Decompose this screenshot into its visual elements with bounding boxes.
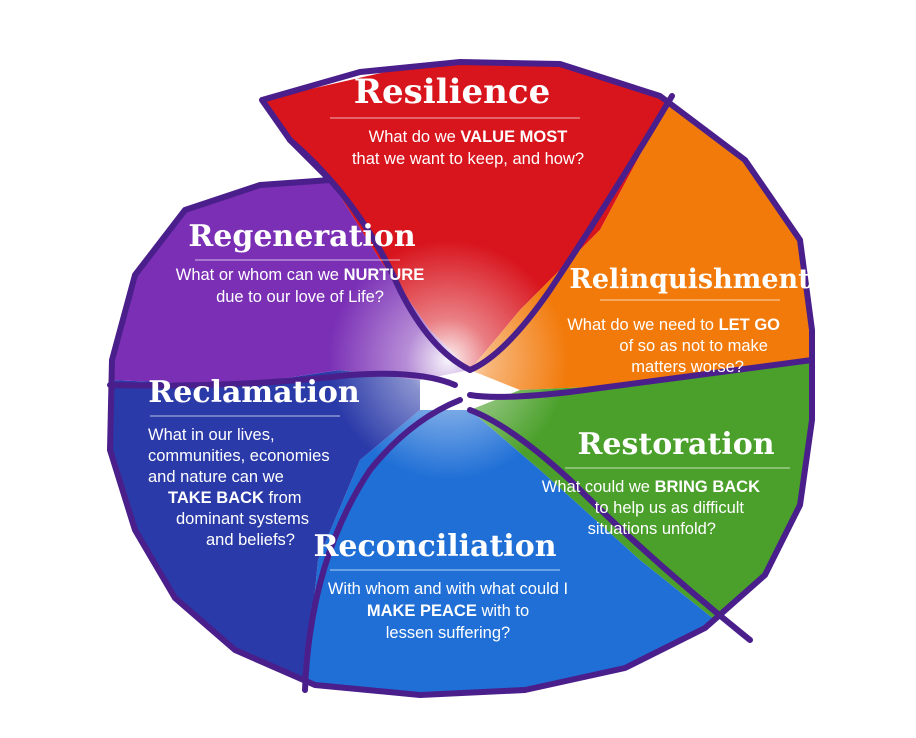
question-text: What do we bbox=[369, 128, 461, 146]
spiral-dividers bbox=[107, 93, 815, 693]
question-text: What do we need to bbox=[567, 316, 718, 334]
shell-outline bbox=[107, 59, 815, 698]
segment-question-line: TAKE BACK from bbox=[168, 489, 302, 507]
question-text: to help us as difficult bbox=[595, 499, 745, 517]
question-text: What in our lives, bbox=[148, 426, 275, 444]
segment-question-line: and nature can we bbox=[148, 468, 284, 486]
question-text: What could we bbox=[542, 478, 655, 496]
segment-question-line: With whom and with what could I bbox=[328, 580, 568, 598]
question-text: with to bbox=[477, 602, 529, 620]
segment-title: Restoration bbox=[577, 427, 774, 462]
segment-question-line: What do we need to LET GO bbox=[567, 316, 780, 334]
segment-question-line: that we want to keep, and how? bbox=[352, 150, 584, 168]
segment-title: Relinquishment bbox=[569, 264, 811, 295]
segment-question-line: What do we VALUE MOST bbox=[369, 128, 568, 146]
segment-title: Reclamation bbox=[148, 375, 360, 410]
question-emphasis: NURTURE bbox=[344, 266, 425, 284]
segment-resilience bbox=[262, 62, 680, 370]
question-text: that we want to keep, and how? bbox=[352, 150, 584, 168]
segment-question-line: lessen suffering? bbox=[386, 624, 510, 642]
question-text: With whom and with what could I bbox=[328, 580, 568, 598]
question-text: What or whom can we bbox=[176, 266, 344, 284]
segment-question-line: What in our lives, bbox=[148, 426, 275, 444]
question-text: of so as not to make bbox=[619, 337, 768, 355]
question-emphasis: MAKE PEACE bbox=[367, 602, 477, 620]
segment-question-line: matters worse? bbox=[631, 358, 744, 376]
segment-question-line: MAKE PEACE with to bbox=[367, 602, 529, 620]
question-text: communities, economies bbox=[148, 447, 330, 465]
segment-title: Resilience bbox=[354, 72, 550, 112]
segment-question-line: What could we BRING BACK bbox=[542, 478, 760, 496]
segment-question-line: due to our love of Life? bbox=[216, 288, 384, 306]
segment-question-line: What or whom can we NURTURE bbox=[176, 266, 424, 284]
segment-title: Regeneration bbox=[188, 219, 415, 254]
question-emphasis: TAKE BACK bbox=[168, 489, 264, 507]
question-text: and beliefs? bbox=[206, 531, 295, 549]
question-text: and nature can we bbox=[148, 468, 284, 486]
segment-reconciliation bbox=[305, 410, 740, 695]
question-text: lessen suffering? bbox=[386, 624, 510, 642]
center-glow bbox=[328, 240, 568, 480]
segment-question-line: to help us as difficult bbox=[595, 499, 745, 517]
question-emphasis: BRING BACK bbox=[655, 478, 760, 496]
segment-question-line: situations unfold? bbox=[588, 520, 716, 538]
question-text: matters worse? bbox=[631, 358, 744, 376]
question-text: dominant systems bbox=[176, 510, 309, 528]
segment-question-line: of so as not to make bbox=[619, 337, 768, 355]
segment-question-line: communities, economies bbox=[148, 447, 330, 465]
question-text: from bbox=[264, 489, 302, 507]
segment-question-line: dominant systems bbox=[176, 510, 309, 528]
question-emphasis: VALUE MOST bbox=[460, 128, 567, 146]
segment-title: Reconciliation bbox=[313, 529, 556, 564]
question-text: due to our love of Life? bbox=[216, 288, 384, 306]
question-text: situations unfold? bbox=[588, 520, 716, 538]
question-emphasis: LET GO bbox=[719, 316, 781, 334]
segment-question-line: and beliefs? bbox=[206, 531, 295, 549]
segment-restoration bbox=[470, 360, 812, 640]
